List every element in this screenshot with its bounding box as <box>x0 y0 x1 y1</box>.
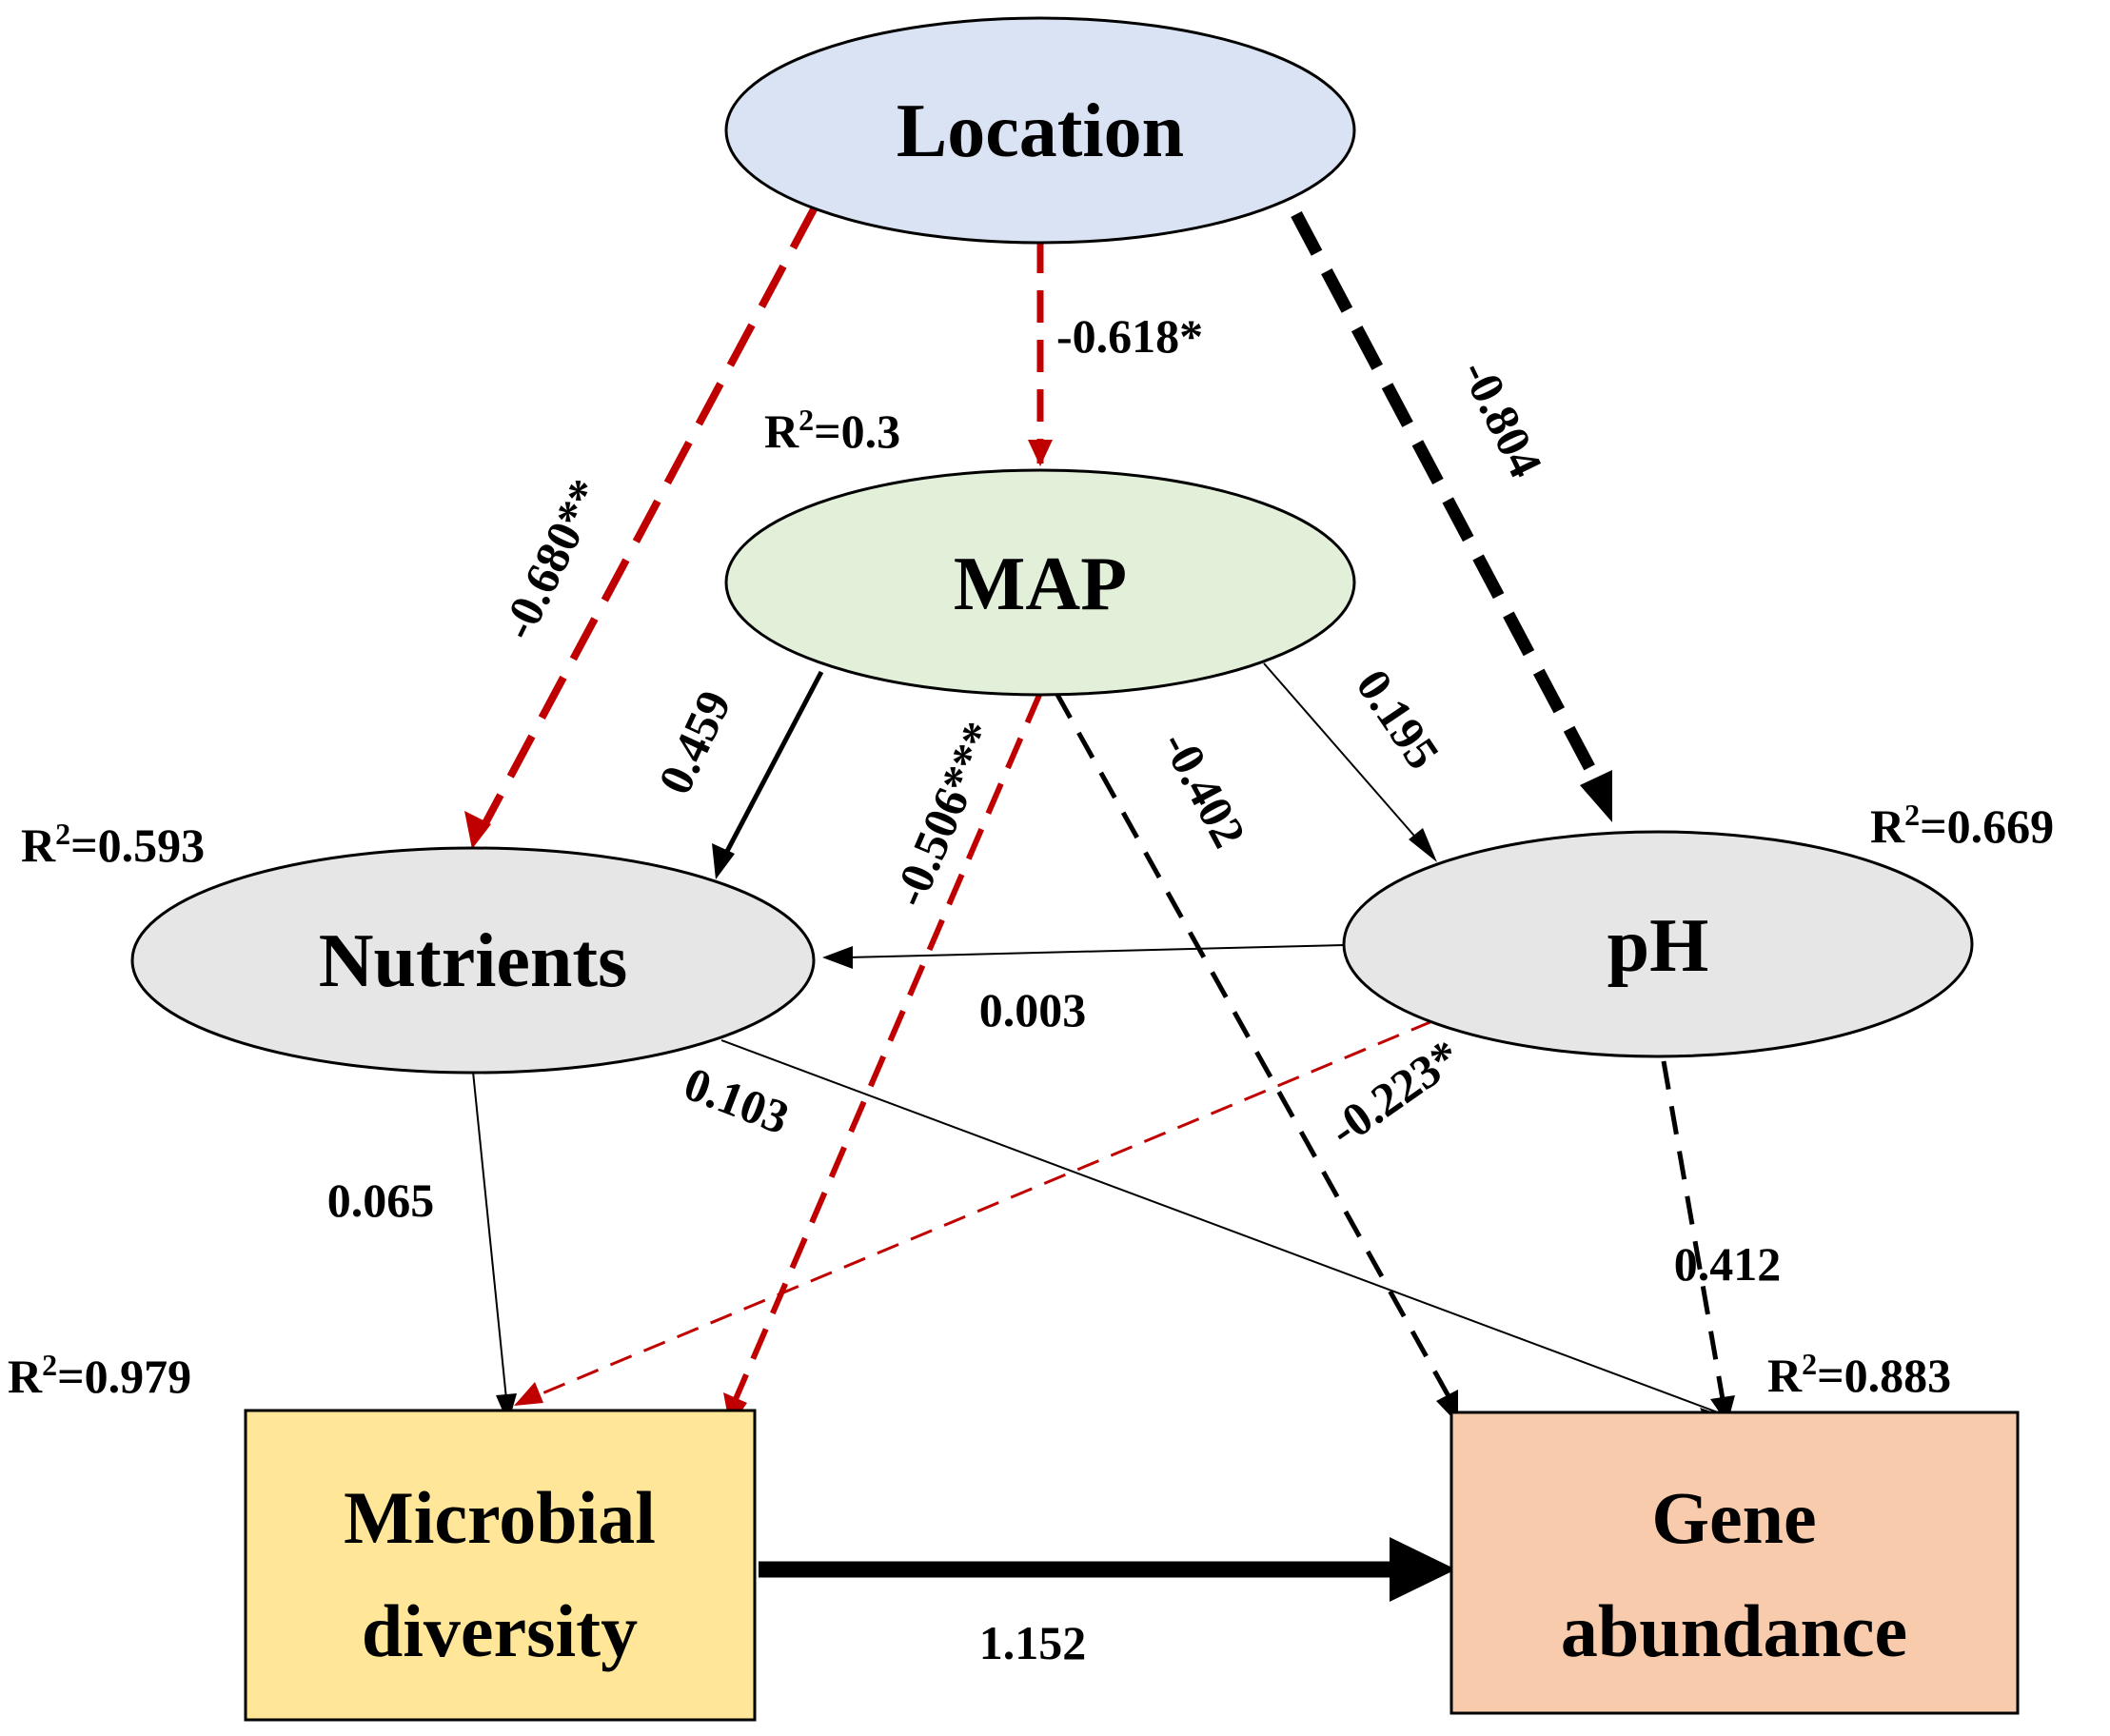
r2-label-nutrients: R2=0.593 <box>21 817 205 872</box>
coef-microbial-gene: 1.152 <box>979 1616 1087 1669</box>
edge-nutrients-gene <box>720 1039 1719 1413</box>
node-ph: pH <box>1342 830 1974 1058</box>
node-location-label: Location <box>897 89 1184 173</box>
arrowhead-location-nutrients <box>464 811 491 849</box>
arrowhead-nutrients-microbial <box>496 1393 517 1424</box>
coef-nutrients-gene: 0.103 <box>678 1056 797 1145</box>
node-gene-label-line2: abundance <box>1561 1589 1907 1672</box>
edge-location-nutrients <box>482 206 818 825</box>
coef-ph-gene: 0.412 <box>1674 1237 1782 1291</box>
node-ph-label: pH <box>1607 904 1709 988</box>
r2-label-map: R2=0.3 <box>764 403 900 458</box>
r2-label-microbial: R2=0.979 <box>8 1348 191 1403</box>
node-ph-shape <box>1342 830 1974 1058</box>
node-location: Location <box>724 16 1356 245</box>
arrowhead-location-ph <box>1580 770 1612 822</box>
coef-location-ph: -0.804 <box>1451 351 1553 485</box>
node-map-label: MAP <box>954 542 1127 626</box>
arrowhead-ph-nutrients <box>822 946 853 969</box>
edge-nutrients-microbial <box>472 1071 507 1400</box>
coef-map-ph: 0.195 <box>1346 660 1449 779</box>
edge-ph-gene <box>1661 1060 1725 1400</box>
node-nutrients-shape <box>130 846 816 1075</box>
arrowhead-location-map <box>1028 440 1053 466</box>
edge-map-ph <box>1263 662 1421 843</box>
edge-ph-microbial <box>537 1019 1433 1397</box>
coef-map-nutrients: 0.459 <box>647 682 740 802</box>
edge-map-microbial <box>733 691 1043 1401</box>
node-microbial-label-line2: diversity <box>362 1589 638 1672</box>
node-gene-shape <box>1449 1410 2020 1715</box>
node-microbial-diversity: Microbial diversity <box>244 1409 757 1722</box>
arrowhead-ph-microbial <box>514 1382 543 1406</box>
node-location-shape <box>724 16 1356 245</box>
node-microbial-label-line1: Microbial <box>344 1476 656 1559</box>
arrowhead-microbial-gene <box>1390 1537 1456 1602</box>
r2-label-ph: R2=0.669 <box>1870 798 2054 853</box>
edge-map-nutrients <box>720 670 824 860</box>
node-nutrients: Nutrients <box>130 846 816 1075</box>
coef-ph-nutrients: 0.003 <box>979 983 1087 1036</box>
arrowhead-map-nutrients <box>712 843 735 879</box>
coef-map-microbial: -0.506*** <box>882 714 1007 914</box>
coef-nutrients-microbial: 0.065 <box>327 1174 435 1227</box>
arrowhead-map-ph <box>1409 828 1437 862</box>
node-gene-abundance: Gene abundance <box>1449 1410 2020 1715</box>
node-nutrients-label: Nutrients <box>319 919 627 1003</box>
r2-label-gene: R2=0.883 <box>1767 1347 1951 1402</box>
node-map: MAP <box>724 468 1356 697</box>
coef-map-gene: -0.402 <box>1152 722 1256 856</box>
edges <box>464 206 1735 1602</box>
coef-ph-microbial: -0.223* <box>1319 1029 1469 1156</box>
node-microbial-shape <box>244 1409 757 1722</box>
node-map-shape <box>724 468 1356 697</box>
node-gene-label-line1: Gene <box>1651 1476 1816 1559</box>
edge-ph-nutrients <box>846 944 1345 958</box>
coef-location-map: -0.618* <box>1056 309 1203 363</box>
edge-location-ph <box>1291 210 1605 789</box>
